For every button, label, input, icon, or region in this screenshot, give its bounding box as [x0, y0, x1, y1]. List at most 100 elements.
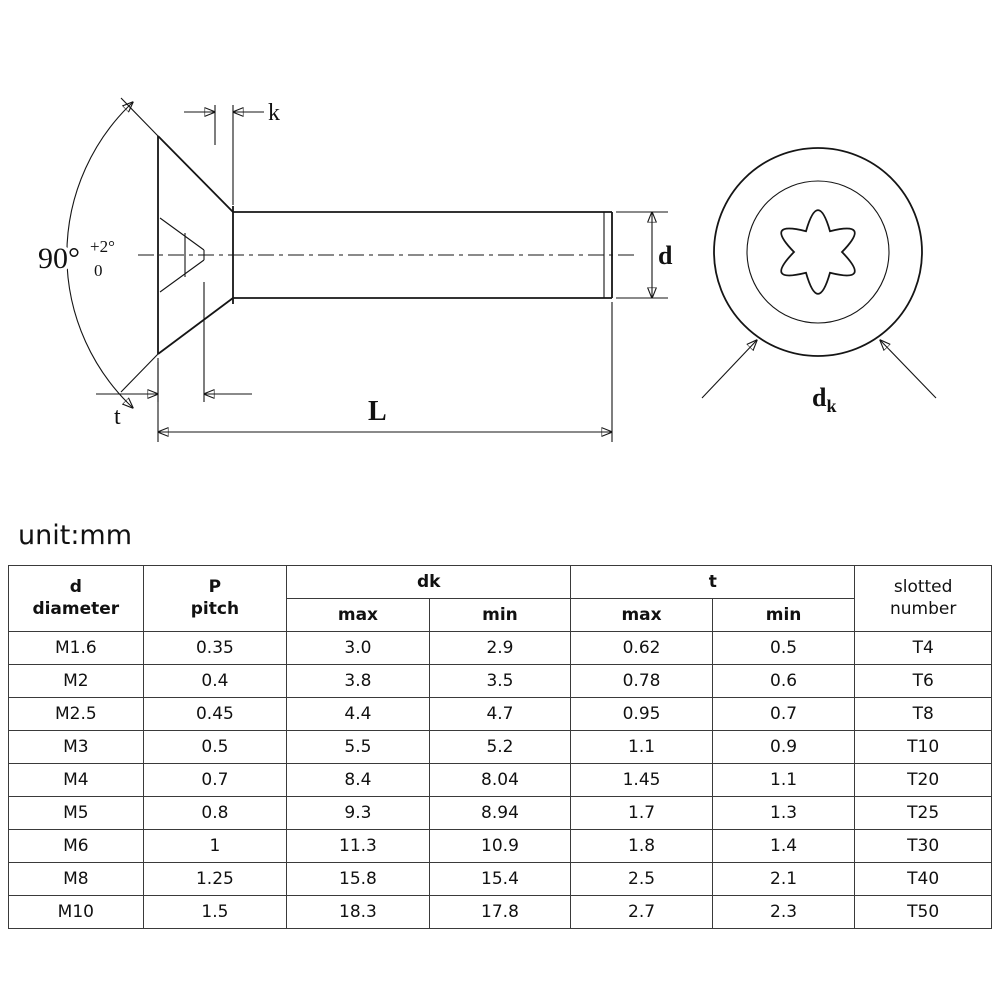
- cell-diameter: M2.5: [8, 697, 144, 731]
- dimension-d: d: [616, 211, 673, 299]
- cell-t-min: 0.5: [711, 631, 856, 665]
- cell-slot: T50: [854, 895, 992, 929]
- cell-t-max: 1.8: [570, 829, 713, 863]
- table-row: M2.5 0.45 4.4 4.7 0.95 0.7 T8: [8, 697, 992, 731]
- header-slotted-line1: slotted: [893, 577, 953, 598]
- header-dk: dk: [286, 565, 572, 599]
- cell-dk-min: 5.2: [428, 730, 572, 764]
- cell-dk-max: 9.3: [286, 796, 430, 830]
- cell-diameter: M2: [8, 664, 144, 698]
- cell-slot: T10: [854, 730, 992, 764]
- cell-diameter: M1.6: [8, 631, 144, 665]
- cell-t-max: 1.7: [570, 796, 713, 830]
- cell-dk-max: 15.8: [286, 862, 430, 896]
- cell-dk-min: 3.5: [428, 664, 572, 698]
- cell-slot: T6: [854, 664, 992, 698]
- header-t-max: max: [570, 598, 713, 632]
- angle-tolerance-upper: +2°: [90, 237, 115, 256]
- cell-t-min: 1.3: [711, 796, 856, 830]
- torx-recess-section: [159, 217, 205, 293]
- head-bottom-taper: [157, 297, 234, 355]
- technical-drawing: k 90° +2° 0 t: [0, 0, 1000, 470]
- header-p-line1: P: [208, 577, 222, 598]
- cell-t-max: 1.1: [570, 730, 713, 764]
- dk-leader-right: [880, 340, 937, 399]
- dk-leader-left: [701, 340, 757, 399]
- cell-diameter: M6: [8, 829, 144, 863]
- cell-dk-max: 5.5: [286, 730, 430, 764]
- table-row: M8 1.25 15.8 15.4 2.5 2.1 T40: [8, 862, 992, 896]
- k-label: k: [268, 100, 280, 126]
- cell-t-max: 1.45: [570, 763, 713, 797]
- head-outer-circle: [713, 147, 923, 357]
- cell-diameter: M3: [8, 730, 144, 764]
- unit-label: unit:mm: [18, 520, 133, 551]
- header-dk-max: max: [286, 598, 430, 632]
- header-t: t: [570, 565, 856, 599]
- cell-slot: T30: [854, 829, 992, 863]
- header-slotted-line2: number: [889, 598, 957, 619]
- table-row: M3 0.5 5.5 5.2 1.1 0.9 T10: [8, 730, 992, 764]
- cell-dk-max: 3.8: [286, 664, 430, 698]
- cell-dk-max: 3.0: [286, 631, 430, 665]
- spec-table: d diameter P pitch dk t slotted number: [8, 565, 992, 929]
- screw-top-view: dk: [701, 147, 937, 416]
- table-row: M10 1.5 18.3 17.8 2.7 2.3 T50: [8, 895, 992, 929]
- cell-t-min: 0.6: [711, 664, 856, 698]
- dimension-angle: 90° +2° 0: [35, 97, 159, 408]
- spec-table-container: d diameter P pitch dk t slotted number: [8, 565, 992, 929]
- cell-dk-min: 8.94: [428, 796, 572, 830]
- cell-slot: T4: [854, 631, 992, 665]
- head-inner-circle: [746, 180, 890, 324]
- cell-pitch: 0.8: [142, 796, 288, 830]
- header-row-2: max min max min: [9, 598, 992, 632]
- cell-dk-max: 8.4: [286, 763, 430, 797]
- header-row-1: d diameter P pitch dk t slotted number: [8, 565, 992, 632]
- angle-label: 90°: [38, 242, 80, 275]
- angle-arc: [66, 102, 133, 408]
- table-row: M1.6 0.35 3.0 2.9 0.62 0.5 T4: [8, 631, 992, 665]
- L-label: L: [368, 396, 387, 427]
- cell-t-min: 1.4: [711, 829, 856, 863]
- cell-diameter: M4: [8, 763, 144, 797]
- cell-dk-max: 11.3: [286, 829, 430, 863]
- cell-pitch: 0.35: [142, 631, 288, 665]
- cell-pitch: 0.5: [142, 730, 288, 764]
- dimension-t: t: [96, 282, 252, 430]
- dk-label: dk: [812, 383, 836, 416]
- screw-drawing-svg: k 90° +2° 0 t: [35, 97, 937, 442]
- cell-t-max: 0.78: [570, 664, 713, 698]
- header-d-diameter: d diameter: [8, 565, 144, 632]
- screw-side-view: [138, 135, 638, 355]
- table-row: M6 1 11.3 10.9 1.8 1.4 T30: [8, 829, 992, 863]
- cell-dk-min: 10.9: [428, 829, 572, 863]
- cell-dk-min: 17.8: [428, 895, 572, 929]
- head-top-taper: [157, 135, 234, 213]
- cell-pitch: 1: [142, 829, 288, 863]
- table-row: M5 0.8 9.3 8.94 1.7 1.3 T25: [8, 796, 992, 830]
- cell-slot: T20: [854, 763, 992, 797]
- torx-socket-outline: [780, 209, 856, 295]
- cell-t-min: 0.7: [711, 697, 856, 731]
- dimension-L: L: [157, 302, 613, 442]
- cell-t-max: 0.62: [570, 631, 713, 665]
- table-row: M4 0.7 8.4 8.04 1.45 1.1 T20: [8, 763, 992, 797]
- cell-t-max: 0.95: [570, 697, 713, 731]
- cell-pitch: 0.7: [142, 763, 288, 797]
- cell-t-min: 2.3: [711, 895, 856, 929]
- d-label: d: [658, 241, 673, 270]
- cell-dk-min: 4.7: [428, 697, 572, 731]
- cell-dk-min: 8.04: [428, 763, 572, 797]
- cell-pitch: 0.4: [142, 664, 288, 698]
- header-p-pitch: P pitch: [142, 565, 288, 632]
- header-dk-min: min: [428, 598, 572, 632]
- cell-dk-min: 15.4: [428, 862, 572, 896]
- cell-slot: T8: [854, 697, 992, 731]
- dimension-k: k: [184, 100, 280, 205]
- cell-slot: T40: [854, 862, 992, 896]
- cell-t-min: 0.9: [711, 730, 856, 764]
- header-slotted-number: slotted number: [854, 565, 992, 632]
- cell-slot: T25: [854, 796, 992, 830]
- header-p-line2: pitch: [190, 598, 240, 619]
